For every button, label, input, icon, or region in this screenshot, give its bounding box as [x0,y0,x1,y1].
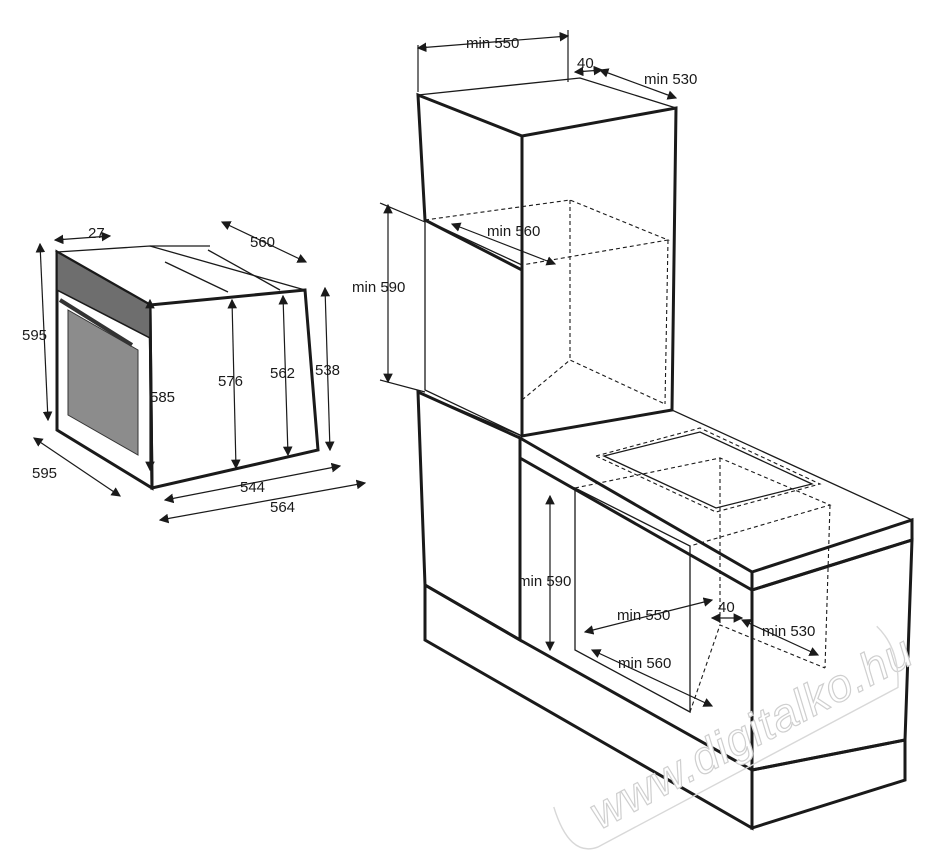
label-base-niche-width: min 560 [618,655,671,672]
oven-handle [58,298,134,347]
label-oven-width-564: 564 [270,499,295,516]
label-base-gap: 40 [718,599,735,616]
label-oven-height-total: 595 [22,327,47,344]
frame-edge [164,261,229,293]
label-base-depth: min 530 [762,623,815,640]
label-oven-width-544: 544 [240,479,265,496]
base-cabinet-drawing [416,389,914,831]
tall-cabinet-dimensions [379,30,678,393]
label-oven-height-538: 538 [315,362,340,379]
label-oven-depth-top: 27 [88,225,105,242]
oven-dimensions [33,221,367,524]
label-base-width: min 550 [617,607,670,624]
tall-cabinet-drawing [416,77,678,438]
label-oven-height-576: 576 [218,373,243,390]
label-oven-width-front: 595 [32,465,57,482]
label-oven-depth-total: 560 [250,234,275,251]
label-tall-niche-height: min 590 [352,279,405,296]
label-oven-height-562: 562 [270,365,295,382]
base-cabinet-dimensions [545,494,820,707]
label-tall-gap: 40 [577,55,594,72]
oven-window [67,309,139,456]
label-tall-depth: min 530 [644,71,697,88]
watermark: www.digitalko.hu [553,624,922,850]
label-oven-height-inner: 585 [150,389,175,406]
oven-drawing [54,245,320,491]
label-base-niche-height: min 590 [518,573,571,590]
label-tall-width: min 550 [466,35,519,52]
label-tall-niche-width: min 560 [487,223,540,240]
